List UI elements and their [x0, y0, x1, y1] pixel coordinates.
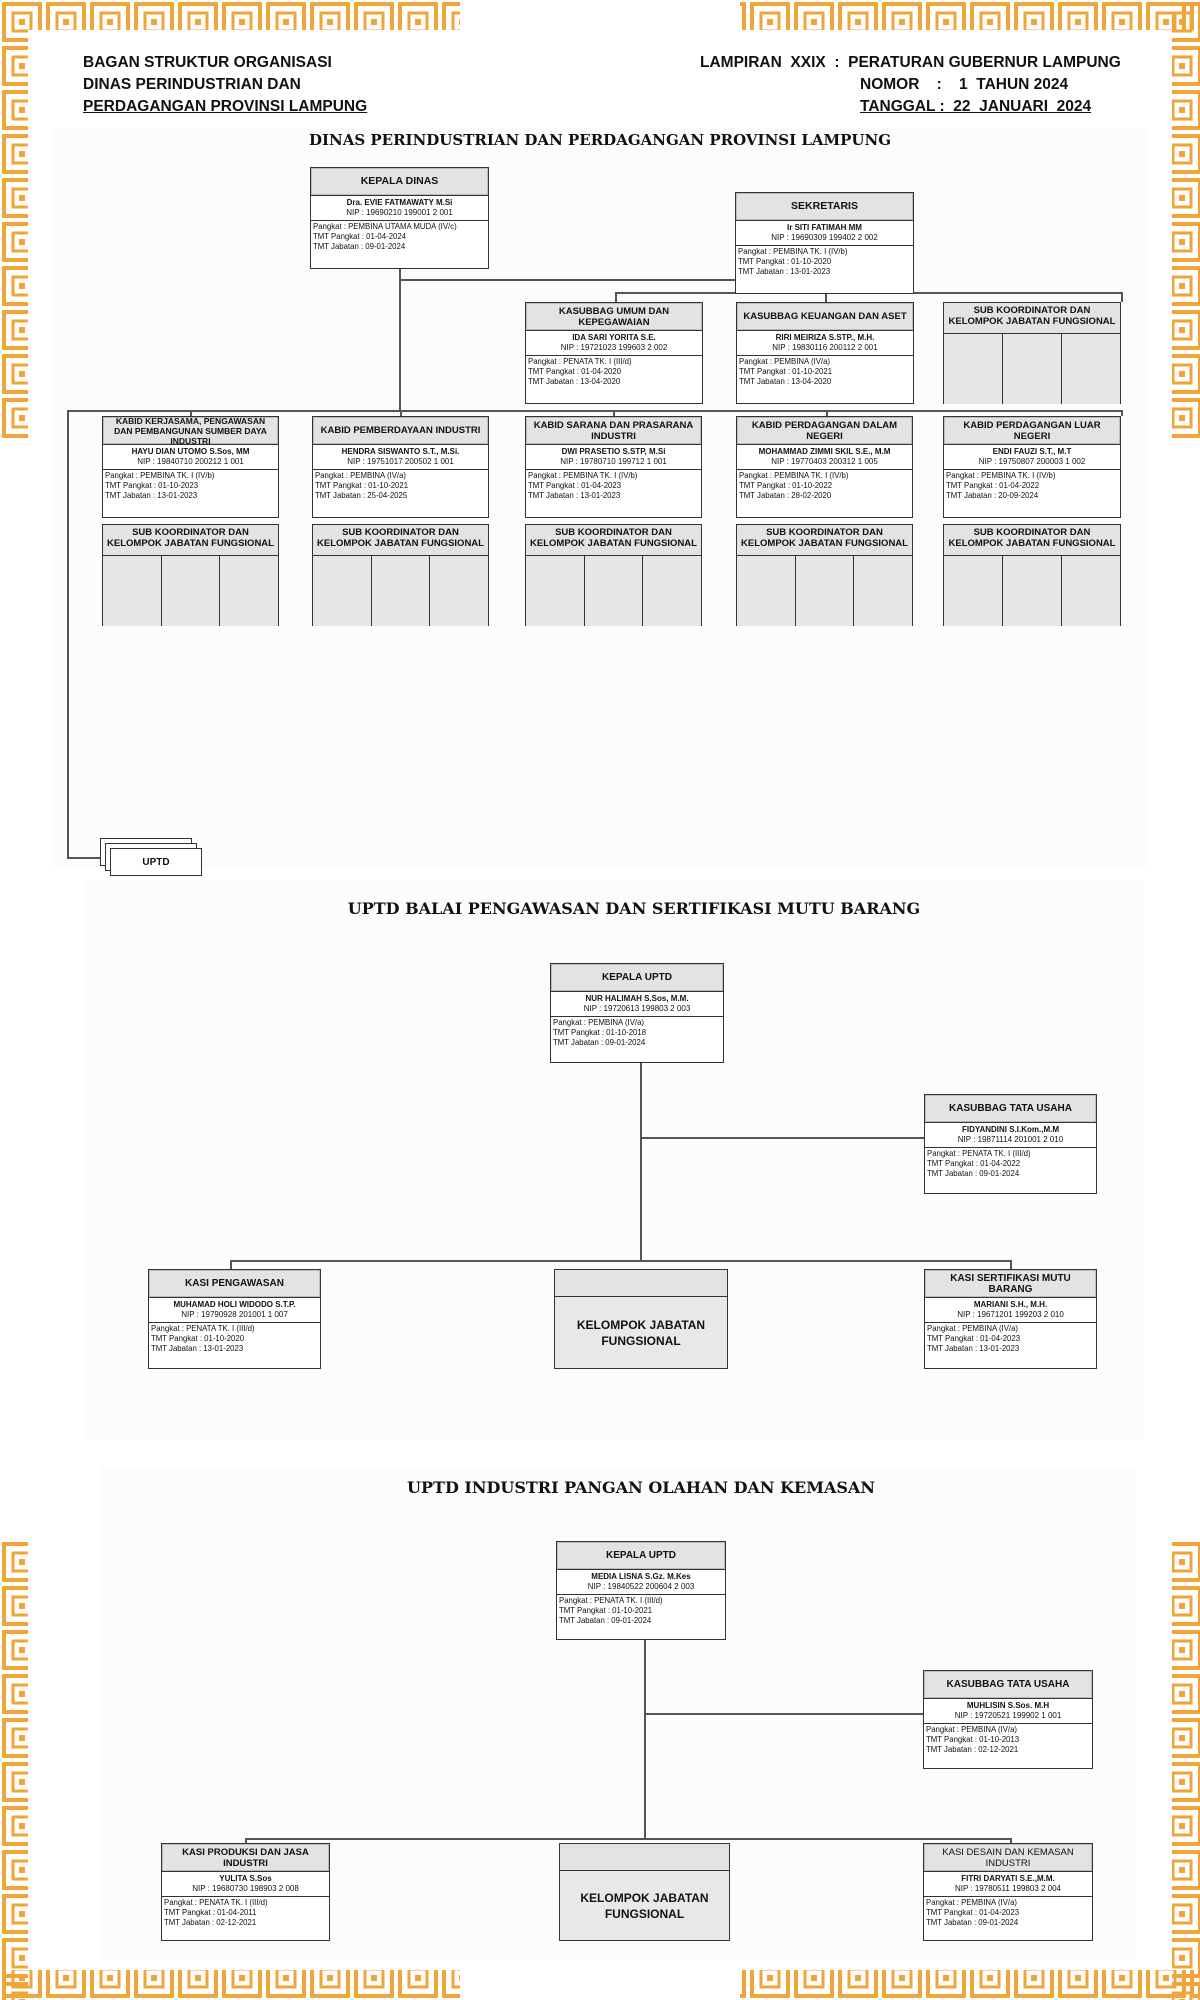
kabid-pemberdayaan-title: KABID PEMBERDAYAAN INDUSTRI [313, 417, 488, 445]
uptd1-tu-box: KASUBBAG TATA USAHA FIDYANDINI S.I.Kom.,… [924, 1094, 1097, 1194]
lampiran-line: LAMPIRAN XXIX : PERATURAN GUBERNUR LAMPU… [700, 52, 1121, 74]
uptd1-kepala-box: KEPALA UPTD NUR HALIMAH S.Sos, M.M.NIP :… [550, 963, 724, 1063]
kepala-dinas-title: KEPALA DINAS [311, 168, 488, 196]
sub-koordinator-3: SUB KOORDINATOR DAN KELOMPOK JABATAN FUN… [525, 524, 702, 626]
kabid-sarana-title: KABID SARANA DAN PRASARANA INDUSTRI [526, 417, 701, 445]
uptd1-kelompok-jabatan-fungsional: KELOMPOK JABATAN FUNGSIONAL [554, 1269, 728, 1369]
kabid-kerjasama-title: KABID KERJASAMA, PENGAWASAN DAN PEMBANGU… [103, 417, 278, 445]
kabid-pemberdayaan-box: KABID PEMBERDAYAAN INDUSTRI HENDRA SISWA… [312, 416, 489, 518]
sekretaris-title: SEKRETARIS [736, 193, 913, 221]
kabid-sarana-box: KABID SARANA DAN PRASARANA INDUSTRI DWI … [525, 416, 702, 518]
header-line-3: PERDAGANGAN PROVINSI LAMPUNG [83, 96, 367, 118]
ornament-frame-top [0, 0, 1200, 44]
sekretariat-sub-koordinator: SUB KOORDINATOR DAN KELOMPOK JABATAN FUN… [943, 302, 1121, 404]
uptd2-kasi-desain-box: KASI DESAIN DAN KEMASAN INDUSTRI FITRI D… [923, 1843, 1093, 1941]
uptd-label: UPTD [111, 849, 201, 875]
kasubbag-umum-person: IDA SARI YORITA S.E.NIP : 19721023 19960… [526, 331, 702, 356]
kasubbag-umum-title: KASUBBAG UMUM DAN KEPEGAWAIAN [526, 303, 702, 331]
kasubbag-keuangan-box: KASUBBAG KEUANGAN DAN ASET RIRI MEIRIZA … [736, 302, 914, 404]
uptd1-kasi-pengawasan-box: KASI PENGAWASAN MUHAMAD HOLI WIDODO S.T.… [148, 1269, 321, 1369]
sekretaris-info: Pangkat : PEMBINA TK. I (IV/b)TMT Pangka… [736, 246, 913, 278]
header-line-2: DINAS PERINDUSTRIAN DAN [83, 74, 367, 96]
kabid-luar-negeri-title: KABID PERDAGANGAN LUAR NEGERI [944, 417, 1120, 445]
document-header-right: LAMPIRAN XXIX : PERATURAN GUBERNUR LAMPU… [700, 52, 1121, 118]
kasubbag-umum-info: Pangkat : PENATA TK. I (III/d)TMT Pangka… [526, 356, 702, 388]
kabid-dalam-negeri-title: KABID PERDAGANGAN DALAM NEGERI [737, 417, 912, 445]
sub-koordinator-1: SUB KOORDINATOR DAN KELOMPOK JABATAN FUN… [102, 524, 279, 626]
uptd2-kepala-title: KEPALA UPTD [557, 1542, 725, 1570]
kasubbag-umum-box: KASUBBAG UMUM DAN KEPEGAWAIAN IDA SARI Y… [525, 302, 703, 404]
uptd2-title: UPTD INDUSTRI PANGAN OLAHAN DAN KEMASAN [100, 1478, 1182, 1497]
sub-koordinator-5: SUB KOORDINATOR DAN KELOMPOK JABATAN FUN… [943, 524, 1121, 626]
uptd2-kasi-produksi-box: KASI PRODUKSI DAN JASA INDUSTRI YULITA S… [161, 1843, 330, 1941]
kasubbag-keuangan-title: KASUBBAG KEUANGAN DAN ASET [737, 303, 913, 331]
kabid-kerjasama-box: KABID KERJASAMA, PENGAWASAN DAN PEMBANGU… [102, 416, 279, 518]
kasubbag-keuangan-person: RIRI MEIRIZA S.STP., M.H.NIP : 19830116 … [737, 331, 913, 356]
kasubbag-keuangan-info: Pangkat : PEMBINA (IV/a)TMT Pangkat : 01… [737, 356, 913, 388]
uptd1-tu-title: KASUBBAG TATA USAHA [925, 1095, 1096, 1123]
uptd1-kasi-sertifikasi-box: KASI SERTIFIKASI MUTU BARANG MARIANI S.H… [924, 1269, 1097, 1369]
header-line-1: BAGAN STRUKTUR ORGANISASI [83, 52, 367, 74]
uptd2-tu-title: KASUBBAG TATA USAHA [924, 1671, 1092, 1699]
nomor-line: NOMOR : 1 TAHUN 2024 [700, 74, 1121, 96]
uptd1-title: UPTD BALAI PENGAWASAN DAN SERTIFIKASI MU… [85, 899, 1183, 918]
ornament-frame-left [0, 0, 40, 2000]
tanggal-line: TANGGAL : 22 JANUARI 2024 [700, 96, 1091, 118]
kabid-dalam-negeri-box: KABID PERDAGANGAN DALAM NEGERI MOHAMMAD … [736, 416, 913, 518]
sub-koordinator-2: SUB KOORDINATOR DAN KELOMPOK JABATAN FUN… [312, 524, 489, 626]
ornament-frame-right [1160, 0, 1200, 2000]
uptd2-kelompok-jabatan-fungsional: KELOMPOK JABATAN FUNGSIONAL [559, 1843, 730, 1941]
uptd1-kepala-title: KEPALA UPTD [551, 964, 723, 992]
document-header-left: BAGAN STRUKTUR ORGANISASI DINAS PERINDUS… [83, 52, 367, 118]
sub-koordinator-label: SUB KOORDINATOR DAN KELOMPOK JABATAN FUN… [944, 303, 1120, 334]
kepala-dinas-info: Pangkat : PEMBINA UTAMA MUDA (IV/c)TMT P… [311, 221, 488, 253]
dinas-title: DINAS PERINDUSTRIAN DAN PERDAGANGAN PROV… [52, 131, 1148, 149]
kabid-luar-negeri-box: KABID PERDAGANGAN LUAR NEGERI ENDI FAUZI… [943, 416, 1121, 518]
sub-koordinator-4: SUB KOORDINATOR DAN KELOMPOK JABATAN FUN… [736, 524, 913, 626]
ornament-frame-bottom [0, 1956, 1200, 2000]
